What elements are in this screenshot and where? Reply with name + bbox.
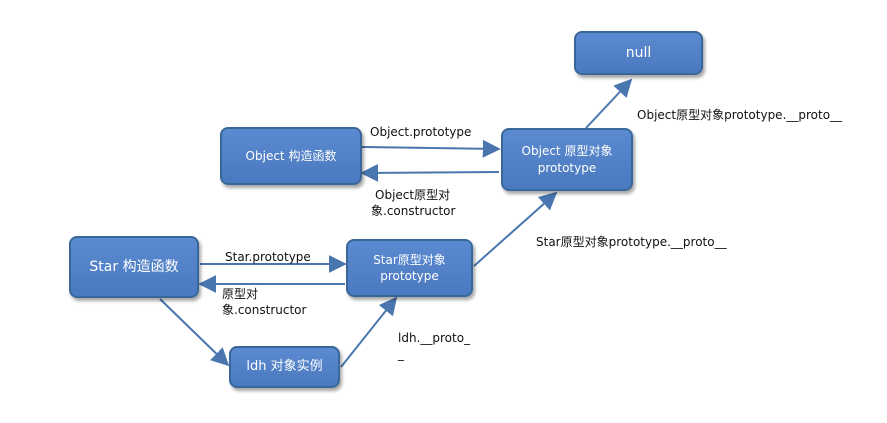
- object-prototype-label: Object 原型对象: [521, 144, 613, 159]
- arrow-star-prototype-to-object-prototype: [473, 191, 558, 267]
- arrow-object-prototype-to-null: [585, 78, 633, 129]
- arrow-ldh-to-star-prototype: [340, 296, 398, 368]
- object-constructor-label: Object 构造函数: [245, 148, 337, 163]
- null-node: null: [574, 31, 703, 75]
- star-constructor-node: Star 构造函数: [69, 236, 199, 298]
- ldh-instance-label: ldh 对象实例: [246, 359, 323, 375]
- star-prototype-link-label: Star.prototype: [225, 250, 311, 264]
- arrow-object-to-object-prototype: [361, 139, 501, 158]
- ldh-proto-label-2: _: [398, 347, 404, 361]
- arrow-object-prototype-to-object: [360, 163, 500, 182]
- object-constructor-node: Object 构造函数: [220, 127, 362, 185]
- null-node-label: null: [625, 44, 652, 61]
- object-prototype-sublabel: prototype: [537, 160, 597, 175]
- ldh-proto-label-1: ldh.__proto_: [398, 331, 471, 345]
- star-prototype-label: Star原型对象: [373, 252, 446, 267]
- object-constructor-link-label-1: Object原型对: [375, 188, 451, 202]
- object-proto-to-null-label: Object原型对象prototype.__proto__: [637, 108, 843, 122]
- star-constructor-link-label-2: 象.constructor: [222, 303, 307, 317]
- star-constructor-label: Star 构造函数: [89, 258, 179, 275]
- object-prototype-node: Object 原型对象 prototype: [501, 128, 633, 191]
- arrow-star-to-ldh: [159, 298, 230, 367]
- star-proto-to-object-label: Star原型对象prototype.__proto__: [536, 235, 727, 249]
- star-prototype-node: Star原型对象 prototype: [346, 239, 473, 297]
- star-prototype-sublabel: prototype: [380, 269, 439, 283]
- star-constructor-link-label-1: 原型对: [222, 287, 259, 301]
- ldh-instance-node: ldh 对象实例: [229, 346, 340, 388]
- object-constructor-link-label-2: 象.constructor: [371, 204, 456, 218]
- object-prototype-link-label: Object.prototype: [370, 125, 472, 139]
